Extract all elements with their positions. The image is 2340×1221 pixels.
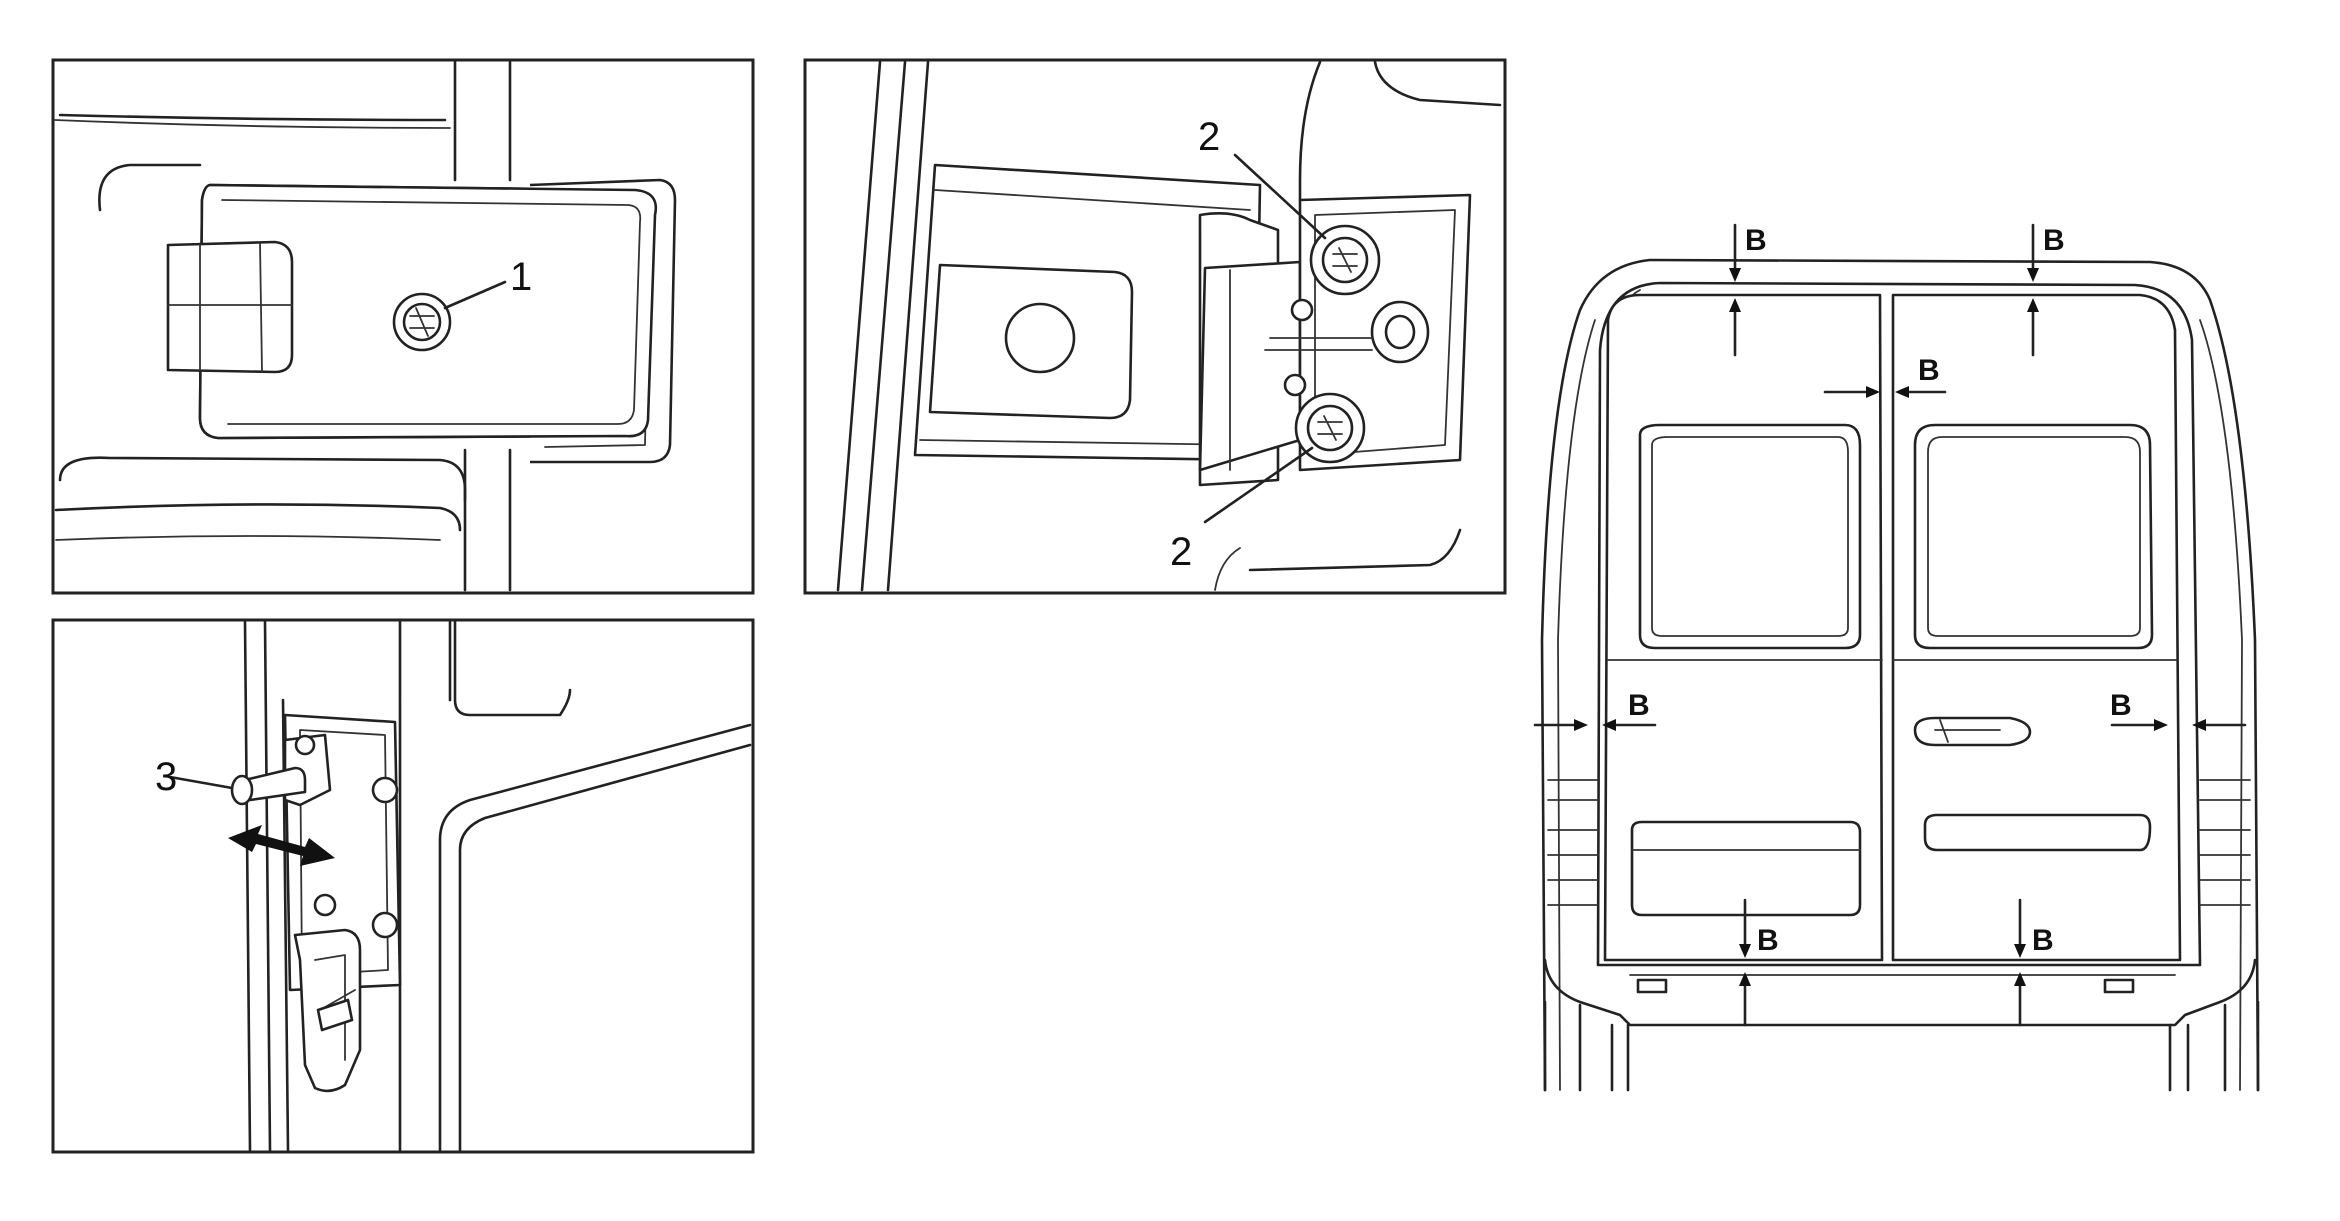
check-lever <box>243 766 307 802</box>
gap-marker-top-right: B <box>2027 223 2065 357</box>
callout-1: 1 <box>510 255 532 299</box>
reflector-right <box>2103 978 2135 994</box>
latch-plate-inner <box>299 729 389 976</box>
screw-upper <box>1309 224 1381 296</box>
direction-double-arrow <box>228 825 335 866</box>
hinge-leaf <box>1198 260 1302 472</box>
panel-hinge-screws: 2 2 <box>803 58 1507 595</box>
callout-3: 3 <box>155 755 177 799</box>
pillar-line <box>398 620 452 1152</box>
panel-rear-doors: B B B B <box>1533 223 2260 1092</box>
door-handle <box>1913 716 2032 747</box>
lower-body-line <box>54 503 462 532</box>
right-window-glass <box>1927 436 2141 637</box>
rear-bumper <box>1543 958 2257 1027</box>
body-line <box>54 119 451 129</box>
lower-body-line <box>1214 547 1241 591</box>
tail-light-right <box>2199 779 2251 906</box>
screw-lower <box>1294 392 1366 464</box>
svg-text:B: B <box>2110 689 2132 722</box>
panel-frame <box>51 618 755 1154</box>
van-body-inner-left <box>1557 319 1596 1091</box>
hinge-plate-inner-front <box>221 199 642 425</box>
bolt-1 <box>392 292 452 352</box>
hinge-arm-edge <box>919 189 1251 446</box>
panel-hinge-bolt: 1 <box>51 58 755 595</box>
van-body-outline <box>1540 258 2260 1092</box>
body-line <box>58 113 447 122</box>
hinge-knuckle-detail <box>167 242 293 373</box>
callout-leader-2-lower <box>1203 446 1314 524</box>
right-window <box>1913 423 2154 650</box>
pin-hole <box>1283 373 1307 397</box>
gap-marker-top-left: B <box>1729 223 1767 357</box>
striker-tongue <box>316 998 354 1032</box>
gap-marker-bottom-right: B <box>2014 898 2054 1027</box>
lower-body-line <box>1248 528 1462 572</box>
license-plate-recess <box>1630 820 1862 917</box>
callout-2-lower: 2 <box>1170 530 1192 574</box>
check-pin <box>294 734 316 756</box>
body-plate-inner <box>1314 209 1456 456</box>
reflector-left <box>1636 978 1668 994</box>
pillar-line <box>453 60 512 592</box>
door-opening <box>1596 281 2202 967</box>
svg-text:B: B <box>1745 224 1767 257</box>
callout-leader-3 <box>168 775 234 790</box>
van-body-inner-right <box>2199 319 2243 1091</box>
plate-screw <box>371 776 399 804</box>
hinge-knuckle <box>166 240 294 374</box>
svg-text:B: B <box>1757 924 1779 957</box>
tail-light-left <box>1547 779 1599 906</box>
gap-marker-right-side: B <box>2110 689 2247 731</box>
spacer-sleeve <box>1264 300 1430 364</box>
side-panel-inner <box>458 743 752 1152</box>
lower-body-line <box>55 535 441 541</box>
trim-strip <box>1923 813 2152 852</box>
callout-leader-1 <box>443 280 507 310</box>
svg-text:B: B <box>2032 924 2054 957</box>
lower-panel <box>58 456 467 502</box>
plate-screw <box>371 911 399 939</box>
callout-leader-2-upper <box>1233 153 1327 240</box>
svg-text:B: B <box>1628 689 1650 722</box>
lower-body-lines <box>1543 1000 2260 1092</box>
door-outline <box>98 163 202 212</box>
gap-marker-center: B <box>1823 354 1947 398</box>
pin-hole <box>1290 298 1314 322</box>
body-line <box>1298 60 1322 202</box>
panel-door-check: 3 <box>51 618 755 1154</box>
gap-marker-left-side: B <box>1533 689 1657 731</box>
plate-screw <box>313 893 337 917</box>
check-knob <box>230 774 254 806</box>
pillar-cap <box>453 620 572 717</box>
body-line <box>1373 60 1502 107</box>
side-panel-outer <box>438 723 752 1152</box>
left-window-glass <box>1651 436 1849 637</box>
gap-marker-bottom-left: B <box>1739 898 1779 1027</box>
svg-text:B: B <box>1918 354 1940 387</box>
callout-2-upper: 2 <box>1198 115 1220 159</box>
door-edge <box>836 60 930 592</box>
door-handle-detail <box>1934 719 2001 743</box>
left-window <box>1638 423 1862 650</box>
svg-text:B: B <box>2043 224 2065 257</box>
hinge-hole <box>1004 302 1076 374</box>
